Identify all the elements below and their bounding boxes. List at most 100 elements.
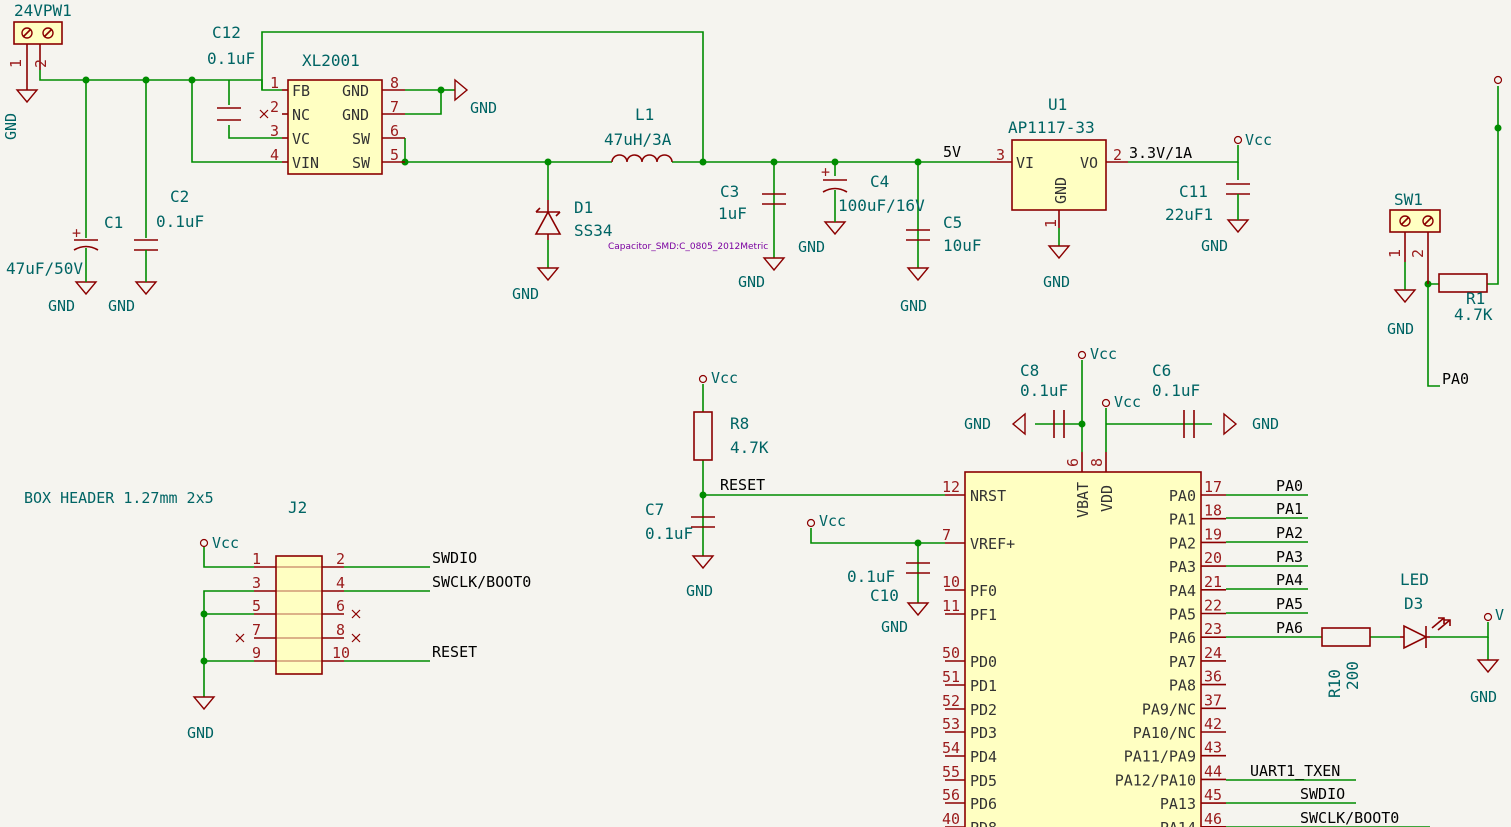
junction xyxy=(914,158,922,166)
resistor-r1[interactable] xyxy=(1438,273,1488,293)
value-c6: 0.1uF xyxy=(1152,381,1200,400)
resistor-r10[interactable] xyxy=(1321,627,1371,647)
mcu-pin-name: NRST xyxy=(970,487,1006,505)
wire-r1-vcc xyxy=(1487,86,1499,285)
gnd-icon xyxy=(1047,245,1071,260)
mcu-pin-vbat: VBAT xyxy=(1074,482,1092,518)
xl-pin-sw5: SW xyxy=(352,154,371,172)
led-d3[interactable] xyxy=(1400,617,1451,650)
net-label-reset-j2: RESET xyxy=(432,643,477,661)
net-label-pa2: PA2 xyxy=(1276,524,1303,542)
mcu-pin-name: PA4 xyxy=(1169,582,1196,600)
gnd-label: GND xyxy=(798,238,825,256)
gnd-label: GND xyxy=(1201,237,1228,255)
mcu-pin-name: PA12/PA10 xyxy=(1115,771,1196,789)
ref-c4: C4 xyxy=(870,172,889,191)
mcu-pin-number: 23 xyxy=(1204,620,1222,638)
value-d3: LED xyxy=(1400,570,1429,589)
net-label-pa3: PA3 xyxy=(1276,548,1303,566)
ref-xl2001: XL2001 xyxy=(302,51,360,70)
ref-r1: R1 xyxy=(1466,289,1485,308)
mcu-pin-name: PA14 xyxy=(1160,819,1196,827)
mcu-pin-name: PF0 xyxy=(970,582,997,600)
mcu-pin-number: 37 xyxy=(1204,691,1222,709)
j2-pin-3: 3 xyxy=(252,574,261,592)
capacitor-c10[interactable] xyxy=(906,562,930,574)
capacitor-c5[interactable] xyxy=(906,229,930,241)
mcu-pin-number: 19 xyxy=(1204,525,1222,543)
xl-pin-3: 3 xyxy=(270,122,279,140)
mcu-pin-name: PA3 xyxy=(1169,558,1196,576)
mcu-pin-name: PA5 xyxy=(1169,606,1196,624)
capacitor-c12[interactable] xyxy=(217,107,241,121)
ref-c10: C10 xyxy=(870,586,899,605)
net-label-reset: RESET xyxy=(720,476,765,494)
xl-pin-4: 4 xyxy=(270,146,279,164)
net-label-3v3: 3.3V/1A xyxy=(1129,144,1192,162)
ref-u1: U1 xyxy=(1048,95,1067,114)
capacitor-c7[interactable] xyxy=(691,516,715,528)
gnd-label: GND xyxy=(1043,273,1070,291)
mcu-pin-number: 56 xyxy=(942,786,960,804)
gnd-icon xyxy=(1011,412,1026,436)
ref-c5: C5 xyxy=(943,213,962,232)
junction xyxy=(914,539,922,547)
net-label-pa6: PA6 xyxy=(1276,619,1303,637)
capacitor-c1[interactable] xyxy=(73,239,99,282)
mcu-pin-number: 45 xyxy=(1204,786,1222,804)
ic-mcu[interactable] xyxy=(964,452,1202,827)
xl-pin-fb: FB xyxy=(292,82,310,100)
gnd-icon xyxy=(823,221,847,236)
pw1-pin-2: 2 xyxy=(32,59,50,68)
switch-sw1[interactable] xyxy=(1389,209,1441,284)
mcu-pin-number: 44 xyxy=(1204,762,1222,780)
gnd-label: GND xyxy=(964,415,991,433)
connector-j2[interactable] xyxy=(235,555,361,675)
ic-ap1117[interactable] xyxy=(990,139,1128,228)
capacitor-c6[interactable] xyxy=(1183,410,1195,438)
xl-pin-5: 5 xyxy=(390,146,399,164)
vcc-symbols xyxy=(199,75,1503,622)
mcu-pin-number: 24 xyxy=(1204,644,1222,662)
mcu-pin-name: PA0 xyxy=(1169,487,1196,505)
value-c5: 10uF xyxy=(943,236,982,255)
gnd-icon xyxy=(74,281,98,296)
junctions xyxy=(82,76,1502,665)
capacitor-c4[interactable] xyxy=(822,179,848,222)
gnd-icon xyxy=(762,257,786,272)
mcu-pin-number: 22 xyxy=(1204,597,1222,615)
mcu-pin-8: 8 xyxy=(1088,458,1106,467)
capacitor-c8[interactable] xyxy=(1053,410,1065,438)
resistor-r8[interactable] xyxy=(693,411,713,461)
ic-xl2001[interactable] xyxy=(259,79,405,175)
wire-vref xyxy=(810,528,945,544)
ref-c3: C3 xyxy=(720,182,739,201)
ref-d1: D1 xyxy=(574,198,593,217)
connector-24vpw1[interactable] xyxy=(13,21,63,90)
gnd-icon xyxy=(1223,412,1238,436)
mcu-right-pins: 17PA018PA119PA220PA321PA422PA523PA624PA7… xyxy=(1115,478,1226,827)
xl-pin-8: 8 xyxy=(390,74,399,92)
capacitor-c11[interactable] xyxy=(1226,183,1250,220)
mcu-pin-number: 36 xyxy=(1204,668,1222,686)
vcc-label: Vcc xyxy=(819,512,846,530)
gnd-label: GND xyxy=(1252,415,1279,433)
gnd-label: GND xyxy=(900,297,927,315)
mcu-pin-name: PD6 xyxy=(970,795,997,813)
gnd-icon xyxy=(1226,219,1250,234)
wire-fb-loop xyxy=(261,31,704,162)
mcu-pin-number: 53 xyxy=(942,715,960,733)
gnd-label: GND xyxy=(738,273,765,291)
ref-j2: J2 xyxy=(288,498,307,517)
capacitor-c2[interactable] xyxy=(134,239,158,282)
net-label-uart: UART1_TXEN xyxy=(1250,762,1340,780)
gnd-label: GND xyxy=(686,582,713,600)
mcu-pin-6: 6 xyxy=(1064,458,1082,467)
vcc-icon xyxy=(1077,350,1087,360)
ref-24vpw1: 24VPW1 xyxy=(14,1,72,20)
diode-d1[interactable] xyxy=(534,200,562,240)
junction xyxy=(699,491,707,499)
capacitor-c3[interactable] xyxy=(762,193,786,205)
inductor-l1[interactable] xyxy=(611,154,673,163)
u1-pin-vi: VI xyxy=(1016,154,1034,172)
